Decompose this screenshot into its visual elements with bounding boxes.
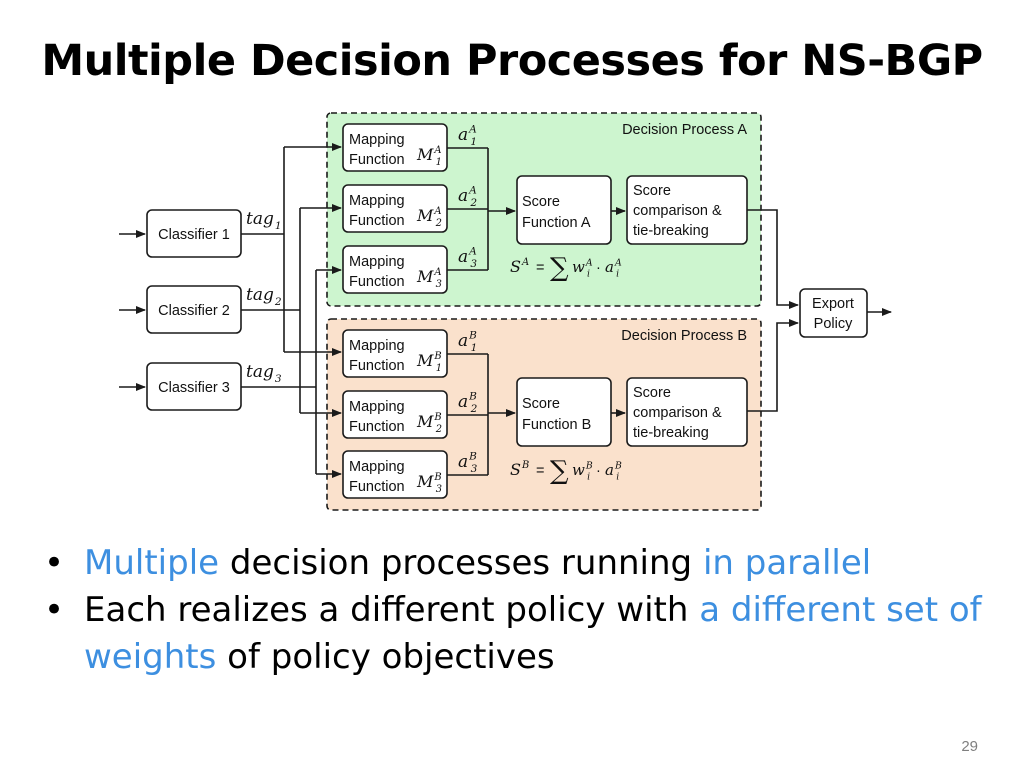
formula-b-sum: ∑ — [550, 456, 569, 486]
mapping-function-b1-box — [342, 329, 448, 378]
formula-b-dot: · — [596, 463, 601, 479]
tag-2-label: tag2 — [246, 285, 282, 308]
score-function-a-line1: Score — [522, 194, 560, 210]
mapping-function-b3-line2: Function — [349, 479, 405, 495]
export-policy-line2: Policy — [814, 316, 853, 332]
mapping-function-a2-line1: Mapping — [349, 193, 405, 209]
bullet-item-1: • Multiple decision processes running in … — [44, 540, 994, 587]
score-comparison-a-box — [626, 175, 748, 245]
mapping-function-b1-line1: Mapping — [349, 338, 405, 354]
score-function-b-line2: Function B — [522, 417, 591, 433]
score-comparison-a-line1: Score — [633, 183, 671, 199]
classifier-1-box — [146, 209, 242, 258]
mapping-function-a3-line1: Mapping — [349, 254, 405, 270]
decision-process-a-panel-title: Decision Process A — [622, 122, 747, 138]
score-comparison-b-box — [626, 377, 748, 447]
mapping-function-a1-line1: Mapping — [349, 132, 405, 148]
mapping-function-a1-box — [342, 123, 448, 172]
mapping-function-b1-line2: Function — [349, 358, 405, 374]
highlighted-text: in parallel — [702, 543, 872, 583]
highlighted-text: a different set of weights — [84, 590, 982, 677]
decision-process-b-panel-title: Decision Process B — [621, 328, 747, 344]
bullet-list: • Multiple decision processes running in … — [44, 540, 994, 681]
mapping-function-a2-box — [342, 184, 448, 233]
score-function-b-line1: Score — [522, 396, 560, 412]
mapping-function-a3-box — [342, 245, 448, 294]
mapping-function-a1-line2: Function — [349, 152, 405, 168]
bullet-text: Each realizes a different policy with — [84, 590, 700, 630]
formula-b-eq: = — [536, 463, 544, 479]
classifier-2-label: Classifier 2 — [158, 303, 230, 319]
export-policy-line1: Export — [812, 296, 854, 312]
bullet-text: decision processes running — [219, 543, 703, 583]
score-function-a-line2: Function A — [522, 215, 591, 231]
bullet-item-2: • Each realizes a different policy with a… — [44, 587, 994, 681]
mapping-function-b3-line1: Mapping — [349, 459, 405, 475]
bullet-marker: • — [44, 543, 65, 583]
bullet-text: of policy objectives — [216, 637, 555, 677]
classifier-3-box — [146, 362, 242, 411]
page-number: 29 — [961, 738, 978, 755]
tag-1-label: tag1 — [246, 209, 282, 232]
formula-a-dot: · — [596, 260, 601, 276]
formula-a-sum: ∑ — [550, 253, 569, 283]
slide-title: Multiple Decision Processes for NS-BGP — [41, 36, 983, 86]
formula-a-eq: = — [536, 260, 544, 276]
mapping-function-b3-box — [342, 450, 448, 499]
classifier-1-label: Classifier 1 — [158, 227, 230, 243]
score-function-b-box — [516, 377, 612, 447]
score-comparison-b-line2: comparison & — [633, 405, 722, 421]
highlighted-text: Multiple — [84, 543, 220, 583]
score-comparison-b-line1: Score — [633, 385, 671, 401]
score-comparison-b-line3: tie-breaking — [633, 425, 709, 441]
classifier-2-box — [146, 285, 242, 334]
mapping-function-a2-line2: Function — [349, 213, 405, 229]
classifier-3-label: Classifier 3 — [158, 380, 230, 396]
score-function-a-box — [516, 175, 612, 245]
score-comparison-a-line2: comparison & — [633, 203, 722, 219]
mapping-function-b2-box — [342, 390, 448, 439]
tag-3-label: tag3 — [246, 362, 282, 385]
export-policy-box — [799, 288, 868, 338]
score-comparison-a-line3: tie-breaking — [633, 223, 709, 239]
mapping-function-b2-line1: Mapping — [349, 399, 405, 415]
mapping-function-b2-line2: Function — [349, 419, 405, 435]
mapping-function-a3-line2: Function — [349, 274, 405, 290]
bullet-marker: • — [44, 590, 65, 630]
